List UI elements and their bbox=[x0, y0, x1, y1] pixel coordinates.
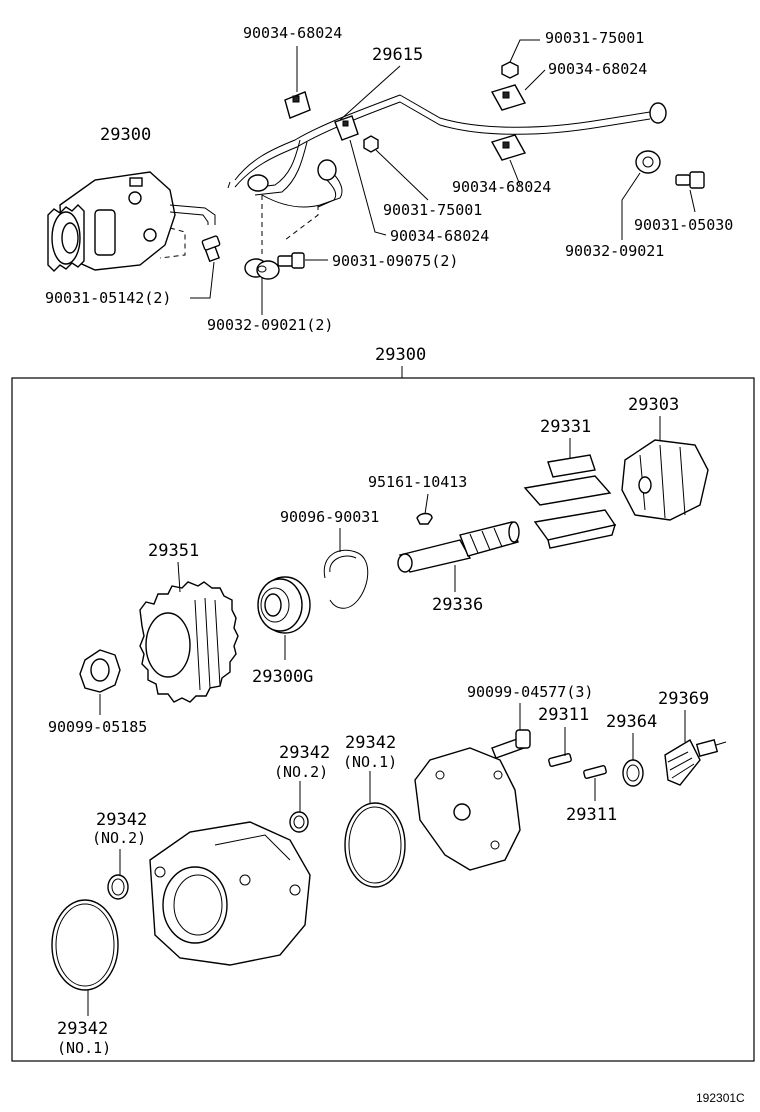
label-29364: 29364 bbox=[606, 712, 657, 732]
label-29342-c: 29342 bbox=[96, 810, 147, 830]
bolt-90099-04577 bbox=[491, 729, 531, 759]
pin-29311-a bbox=[548, 753, 572, 767]
label-90034-68024-b: 90034-68024 bbox=[548, 60, 647, 78]
label-29336: 29336 bbox=[432, 595, 483, 615]
label-29342-b: 29342 bbox=[345, 733, 396, 753]
nut-90031-75001-a bbox=[501, 61, 519, 79]
clamp-90034-d bbox=[334, 115, 359, 141]
label-90099-05185: 90099-05185 bbox=[48, 718, 147, 736]
o-ring-29342-no1-left bbox=[51, 899, 119, 991]
label-90031-75001-a: 90031-75001 bbox=[545, 29, 644, 47]
label-29369: 29369 bbox=[658, 689, 709, 709]
valve-29369 bbox=[664, 739, 727, 786]
label-90031-09075: 90031-09075(2) bbox=[332, 252, 458, 270]
label-29311-a: 29311 bbox=[538, 705, 589, 725]
pump-housing bbox=[149, 821, 311, 966]
clamp-90034-a bbox=[284, 91, 311, 119]
fuel-pipe-29615 bbox=[227, 94, 667, 208]
label-29342-d-sub: (NO.1) bbox=[57, 1039, 111, 1057]
snap-ring-90096-90031 bbox=[323, 549, 369, 609]
label-29342-a-sub: (NO.2) bbox=[274, 763, 328, 781]
label-90031-05030: 90031-05030 bbox=[634, 216, 733, 234]
vane-29331 bbox=[523, 454, 617, 549]
label-90099-04577: 90099-04577(3) bbox=[467, 683, 593, 701]
o-ring-29342-no1-middle bbox=[344, 802, 406, 888]
label-90031-05142: 90031-05142(2) bbox=[45, 289, 171, 307]
label-90034-68024-c: 90034-68024 bbox=[452, 178, 551, 196]
label-90031-75001-b: 90031-75001 bbox=[383, 201, 482, 219]
label-95161-10413: 95161-10413 bbox=[368, 473, 467, 491]
clamp-90034-b bbox=[490, 84, 527, 111]
label-29300G: 29300G bbox=[252, 667, 313, 687]
o-ring-29342-no2-left bbox=[107, 874, 129, 900]
label-29351: 29351 bbox=[148, 541, 199, 561]
label-29303: 29303 bbox=[628, 395, 679, 415]
label-29342-c-sub: (NO.2) bbox=[92, 829, 146, 847]
bolt-90031-05142 bbox=[201, 235, 221, 263]
clamp-90032-09021-2 bbox=[244, 258, 280, 280]
pump-assembly-top bbox=[47, 171, 216, 272]
shaft-29336 bbox=[397, 521, 520, 573]
clamp-90032-09021 bbox=[635, 150, 661, 174]
pin-29311-b bbox=[583, 765, 607, 779]
gear-29351 bbox=[139, 581, 239, 703]
label-90096-90031: 90096-90031 bbox=[280, 508, 379, 526]
detail-frame bbox=[11, 377, 755, 1062]
bolt-90031-05030 bbox=[675, 171, 705, 189]
nut-90099-05185 bbox=[79, 649, 121, 693]
label-29300-top: 29300 bbox=[100, 125, 151, 145]
clamp-90034-c bbox=[490, 134, 527, 161]
label-90034-68024-a: 90034-68024 bbox=[243, 24, 342, 42]
label-29311-b: 29311 bbox=[566, 805, 617, 825]
o-ring-29364 bbox=[622, 759, 644, 787]
o-ring-29342-no2-middle bbox=[289, 811, 309, 833]
bearing-29300G bbox=[257, 576, 311, 634]
nut-90031-75001-b bbox=[363, 135, 379, 153]
label-90034-68024-d: 90034-68024 bbox=[390, 227, 489, 245]
label-29342-b-sub: (NO.1) bbox=[343, 753, 397, 771]
label-29300-box: 29300 bbox=[375, 345, 426, 365]
reference-code: 192301C bbox=[696, 1091, 745, 1105]
label-90032-09021: 90032-09021 bbox=[565, 242, 664, 260]
label-29615: 29615 bbox=[372, 45, 423, 65]
rotor-29303 bbox=[621, 439, 709, 521]
key-95161-10413 bbox=[416, 512, 433, 525]
label-29342-d: 29342 bbox=[57, 1019, 108, 1039]
label-29331: 29331 bbox=[540, 417, 591, 437]
cover-plate bbox=[414, 747, 521, 871]
label-29342-a: 29342 bbox=[279, 743, 330, 763]
bolt-90031-09075 bbox=[277, 252, 305, 269]
label-90032-09021-2: 90032-09021(2) bbox=[207, 316, 333, 334]
